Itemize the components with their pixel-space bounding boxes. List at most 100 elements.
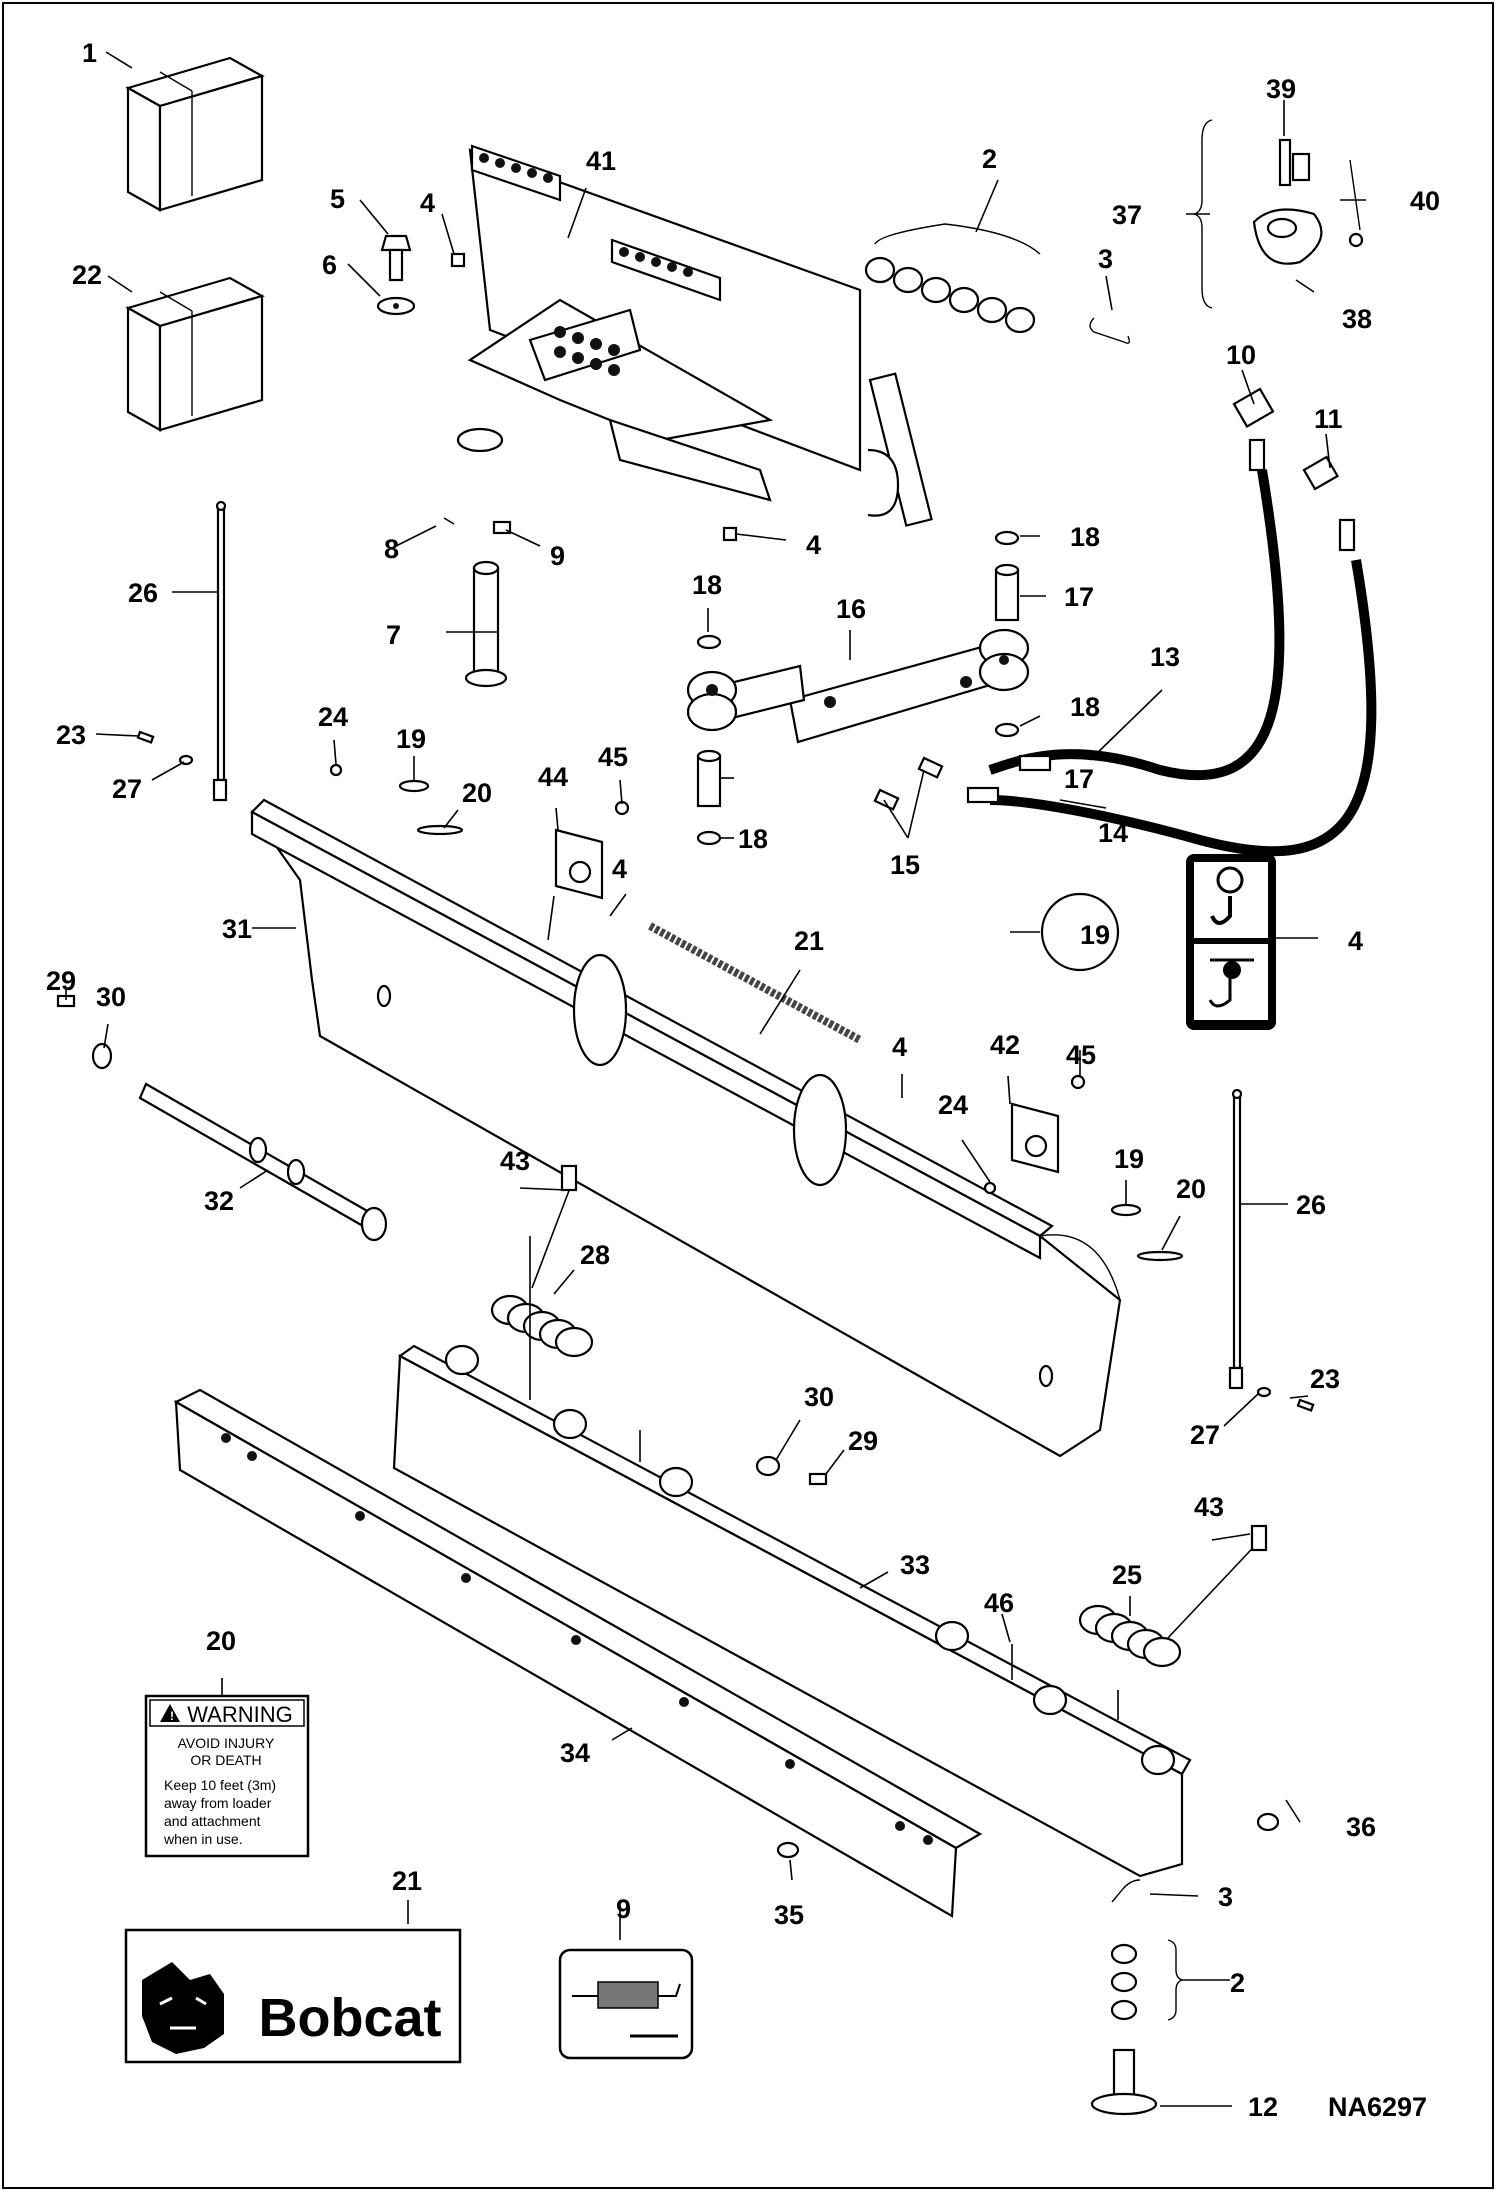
callout-22: 22 bbox=[72, 260, 102, 290]
callout-45-a: 45 bbox=[598, 742, 628, 772]
nut-24-b bbox=[983, 1181, 997, 1195]
bolt-29-washer-30-left bbox=[56, 994, 113, 1070]
callout-41: 41 bbox=[586, 146, 616, 176]
warning-heading: WARNING bbox=[187, 1702, 293, 1727]
pin-8 bbox=[443, 517, 455, 525]
callout-40: 40 bbox=[1410, 186, 1440, 216]
decal-4-lift-point bbox=[1186, 854, 1276, 1030]
callout-19-b: 19 bbox=[1114, 1144, 1144, 1174]
cutting-edge-34 bbox=[173, 1388, 983, 1918]
callout-1: 1 bbox=[82, 38, 97, 68]
callout-21-a: 21 bbox=[794, 926, 824, 956]
callout-25: 25 bbox=[1112, 1560, 1142, 1590]
warning-body2: away from loader bbox=[164, 1795, 272, 1811]
callout-12: 12 bbox=[1248, 2092, 1278, 2122]
callout-4-c: 4 bbox=[612, 854, 627, 884]
warning-decal-20: ! WARNING AVOID INJURY OR DEATH Keep 10 … bbox=[144, 1694, 310, 1858]
callout-28: 28 bbox=[580, 1240, 610, 1270]
warning-body1: Keep 10 feet (3m) bbox=[164, 1777, 276, 1793]
callout-42: 42 bbox=[990, 1030, 1020, 1060]
callout-17-b: 17 bbox=[1064, 764, 1094, 794]
callout-9-b: 9 bbox=[616, 1894, 631, 1924]
callout-21-c: 21 bbox=[392, 1866, 422, 1896]
mount-plate-44 bbox=[547, 828, 604, 941]
callout-8: 8 bbox=[384, 534, 399, 564]
callout-labels: 1 2 3 4 5 6 7 8 9 10 11 12 13 14 15 16 1… bbox=[46, 38, 1440, 2122]
bolts-23-27 bbox=[136, 730, 1315, 1412]
callout-29-b: 29 bbox=[848, 1426, 878, 1456]
hitch-pin-assembly-37 bbox=[1193, 119, 1364, 309]
callout-14: 14 bbox=[1098, 818, 1128, 848]
callout-34: 34 bbox=[560, 1738, 590, 1768]
callout-24-a: 24 bbox=[318, 702, 348, 732]
pivot-pin-7 bbox=[464, 560, 508, 688]
callout-26-b: 26 bbox=[1296, 1190, 1326, 1220]
callout-2: 2 bbox=[982, 144, 997, 174]
hydraulic-cylinder-16 bbox=[686, 628, 1030, 744]
mounting-frame bbox=[456, 144, 933, 527]
pivot-shaft-32 bbox=[138, 1082, 388, 1242]
callout-2-b: 2 bbox=[1230, 1968, 1245, 1998]
shim-washers-2 bbox=[864, 223, 1041, 334]
bolt-45-b bbox=[1070, 1074, 1086, 1090]
drawing-code: NA6297 bbox=[1328, 2092, 1427, 2122]
spring-rod-26-right bbox=[1228, 1088, 1244, 1390]
brand-text: Bobcat bbox=[258, 1988, 441, 2048]
spring-25 bbox=[1078, 1524, 1268, 1668]
hair-pin-3 bbox=[1089, 317, 1131, 344]
spring-28 bbox=[490, 1164, 594, 1358]
callout-29-a: 29 bbox=[46, 966, 76, 996]
bushings-17-18 bbox=[696, 530, 1020, 846]
callout-39: 39 bbox=[1266, 74, 1296, 104]
mount-plate-42 bbox=[1010, 1102, 1060, 1174]
callout-24-b: 24 bbox=[938, 1090, 968, 1120]
shim-20-a bbox=[416, 824, 464, 836]
leader-lines bbox=[65, 51, 1366, 2107]
callout-23-b: 23 bbox=[1310, 1364, 1340, 1394]
callout-43-b: 43 bbox=[1194, 1492, 1224, 1522]
callout-36: 36 bbox=[1346, 1812, 1376, 1842]
callout-46: 46 bbox=[984, 1588, 1014, 1618]
bolt-29-washer-30-right bbox=[755, 1455, 828, 1486]
callout-27-b: 27 bbox=[1190, 1420, 1220, 1450]
callout-26-a: 26 bbox=[128, 578, 158, 608]
callout-32: 32 bbox=[204, 1186, 234, 1216]
callout-44: 44 bbox=[538, 762, 568, 792]
callout-4-e: 4 bbox=[1348, 926, 1363, 956]
decal-21-on-blade bbox=[648, 922, 862, 1044]
callout-3: 3 bbox=[1098, 244, 1113, 274]
part-box-22 bbox=[125, 276, 265, 432]
callout-15: 15 bbox=[890, 850, 920, 880]
nut-24-a bbox=[329, 763, 343, 777]
part-box-1 bbox=[125, 56, 265, 212]
bobcat-head-logo bbox=[142, 1962, 224, 2054]
callout-37: 37 bbox=[1112, 200, 1142, 230]
warning-line1: AVOID INJURY bbox=[178, 1735, 275, 1751]
shim-19-a bbox=[398, 779, 430, 793]
hydraulic-hoses bbox=[966, 387, 1377, 857]
warning-body4: when in use. bbox=[163, 1831, 243, 1847]
trip-edge-33 bbox=[392, 1344, 1192, 1878]
callout-13: 13 bbox=[1150, 642, 1180, 672]
fittings-15 bbox=[873, 756, 944, 811]
callout-38: 38 bbox=[1342, 304, 1372, 334]
callout-18-c: 18 bbox=[1070, 692, 1100, 722]
callout-43-a: 43 bbox=[500, 1146, 530, 1176]
callout-31: 31 bbox=[222, 914, 252, 944]
callout-17-a: 17 bbox=[1064, 582, 1094, 612]
callout-33: 33 bbox=[900, 1550, 930, 1580]
svg-text:!: ! bbox=[170, 1709, 174, 1723]
skid-shoe-12 bbox=[1090, 1879, 1185, 2116]
callout-19-a: 19 bbox=[396, 724, 426, 754]
decal-9-small bbox=[492, 520, 512, 535]
callout-7: 7 bbox=[386, 620, 401, 650]
callout-19-c: 19 bbox=[1080, 920, 1110, 950]
callout-4-a: 4 bbox=[420, 188, 435, 218]
bolt-5-washer-6 bbox=[376, 234, 416, 316]
callout-9-a: 9 bbox=[550, 541, 565, 571]
moldboard-blade-31 bbox=[250, 798, 1122, 1458]
callout-20-b: 20 bbox=[1176, 1174, 1206, 1204]
shim-20-b bbox=[1136, 1250, 1184, 1262]
